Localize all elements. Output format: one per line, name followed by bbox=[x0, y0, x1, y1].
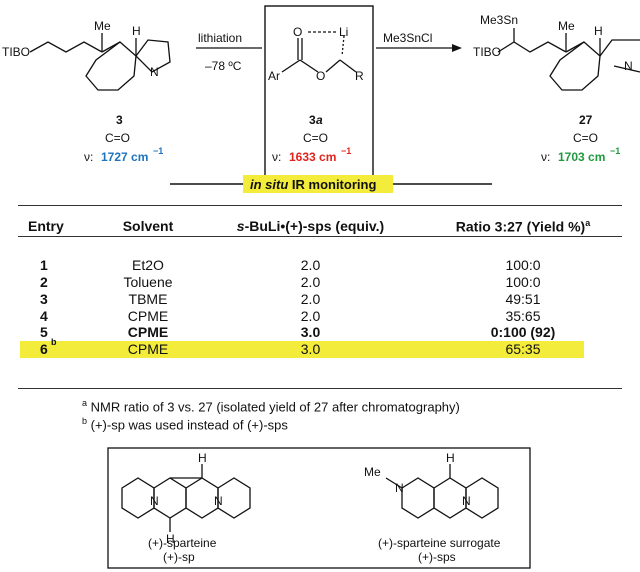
header-solvent: Solvent bbox=[122, 218, 174, 234]
table-header-row: Entry Solvent s-BuLi•(+)-sps (equiv.) Ra… bbox=[18, 218, 622, 235]
sparteine-name: (+)-sparteine bbox=[148, 536, 217, 550]
sparteine-structure bbox=[121, 464, 251, 532]
nu-label-3a: ν: bbox=[272, 150, 281, 164]
table-top-rule bbox=[18, 205, 622, 206]
cell-solvent: CPME bbox=[127, 341, 169, 357]
cell-entry-sup: b bbox=[51, 337, 57, 347]
cell-ratio: 0:100 (92) bbox=[490, 324, 556, 340]
compound-number-27: 27 bbox=[579, 113, 593, 127]
cell-entry: 1 bbox=[40, 257, 48, 273]
cell-ratio: 100:0 bbox=[505, 274, 541, 290]
surrogate-n1: N bbox=[395, 481, 404, 495]
nu-label-27: ν: bbox=[541, 150, 550, 164]
n-label-27: N bbox=[624, 59, 633, 73]
cell-entry: 5 bbox=[40, 324, 48, 340]
frequency-3: 1727 cm bbox=[101, 150, 148, 164]
cell-ratio: 35:65 bbox=[505, 308, 541, 324]
ar-label: Ar bbox=[268, 69, 280, 83]
header-entry: Entry bbox=[28, 218, 64, 234]
frequency-3-exponent: −1 bbox=[153, 146, 163, 156]
cell-equiv: 2.0 bbox=[300, 274, 321, 290]
cell-ratio: 100:0 bbox=[505, 257, 541, 273]
table-bottom-rule bbox=[18, 388, 622, 389]
cell-solvent: Toluene bbox=[123, 274, 173, 290]
me3sn-label: Me3Sn bbox=[480, 13, 518, 27]
me-label-3: Me bbox=[94, 19, 111, 33]
header-reagent: s-BuLi•(+)-sps (equiv.) bbox=[236, 218, 385, 234]
tibo-label-27: TIBO bbox=[473, 45, 501, 59]
cell-entry: 3 bbox=[40, 291, 48, 307]
entry-5-highlight bbox=[20, 341, 584, 358]
header-ratio: Ratio 3:27 (Yield %)a bbox=[455, 218, 591, 235]
compound-number-3: 3 bbox=[116, 113, 123, 127]
table-header-rule bbox=[18, 236, 622, 237]
surrogate-n2: N bbox=[462, 494, 471, 508]
sparteine-abbr: (+)-sp bbox=[163, 550, 195, 564]
cell-solvent: Et2O bbox=[132, 257, 164, 273]
n-label-3: N bbox=[150, 65, 159, 79]
arrow1-reagent: lithiation bbox=[198, 31, 242, 45]
arrow1-temperature: –78 ºC bbox=[205, 59, 242, 73]
cell-equiv: 3.0 bbox=[300, 341, 321, 357]
ir-title-highlight bbox=[243, 175, 393, 193]
cell-equiv: 3.0 bbox=[300, 324, 321, 340]
h-label-3: H bbox=[132, 24, 141, 38]
table-row: 5 CPME 3.0 0:100 (92) bbox=[18, 324, 622, 340]
o-label-carbonyl: O bbox=[293, 25, 302, 39]
compound-number-3a: 3 bbox=[309, 113, 316, 127]
cell-equiv: 2.0 bbox=[300, 291, 321, 307]
compound-number-3a-suffix: a bbox=[316, 113, 323, 127]
sparteine-h1: H bbox=[198, 451, 207, 465]
intermediate-3a-structure bbox=[281, 31, 357, 73]
arrow2-reagent: Me3SnCl bbox=[383, 31, 432, 45]
cell-ratio: 65:35 bbox=[505, 341, 541, 357]
footnote-b: b (+)-sp was used instead of (+)-sps bbox=[82, 416, 288, 433]
footnote-a: a NMR ratio of 3 vs. 27 (isolated yield … bbox=[82, 398, 460, 415]
compound-27-structure bbox=[497, 28, 640, 91]
o-label-ester: O bbox=[316, 69, 325, 83]
table-row: 1 Et2O 2.0 100:0 bbox=[18, 257, 622, 273]
tibo-label-3: TIBO bbox=[2, 45, 30, 59]
cell-entry: 6 bbox=[40, 341, 48, 357]
frequency-27: 1703 cm bbox=[558, 150, 605, 164]
sparteine-n2: N bbox=[214, 494, 223, 508]
cell-solvent: CPME bbox=[127, 324, 169, 340]
carbonyl-label-3: C=O bbox=[105, 131, 130, 145]
carbonyl-label-3a: C=O bbox=[303, 131, 328, 145]
li-label: Li bbox=[339, 25, 348, 39]
cell-equiv: 2.0 bbox=[300, 308, 321, 324]
frequency-3a: 1633 cm bbox=[289, 150, 336, 164]
cell-ratio: 49:51 bbox=[505, 291, 541, 307]
carbonyl-label-27: C=O bbox=[573, 131, 598, 145]
surrogate-structure bbox=[385, 464, 499, 519]
table-row: 2 Toluene 2.0 100:0 bbox=[18, 274, 622, 290]
ligand-box bbox=[107, 447, 531, 569]
cell-solvent: TBME bbox=[128, 291, 168, 307]
cell-solvent: CPME bbox=[127, 308, 169, 324]
cell-equiv: 2.0 bbox=[300, 257, 321, 273]
compound-3-structure bbox=[29, 33, 171, 91]
reaction-scheme: TIBO Me H N 3 C=O ν: 1727 cm −1 lithiati… bbox=[2, 5, 640, 193]
surrogate-name: (+)-sparteine surrogate bbox=[378, 536, 501, 550]
frequency-27-exponent: −1 bbox=[610, 146, 620, 156]
sparteine-h2: H bbox=[166, 532, 175, 546]
nu-label-3: ν: bbox=[84, 150, 93, 164]
sparteine-n1: N bbox=[150, 494, 159, 508]
cell-entry: 4 bbox=[40, 308, 48, 324]
surrogate-abbr: (+)-sps bbox=[418, 550, 456, 564]
table-row: 3 TBME 2.0 49:51 bbox=[18, 291, 622, 307]
ir-title: in situ IR monitoring bbox=[250, 177, 376, 192]
r-label: R bbox=[355, 69, 364, 83]
table-row: 4 CPME 2.0 35:65 bbox=[18, 308, 622, 324]
frequency-3a-exponent: −1 bbox=[341, 146, 351, 156]
me-label-27: Me bbox=[558, 19, 575, 33]
surrogate-me: Me bbox=[364, 465, 381, 479]
cell-entry: 2 bbox=[40, 274, 48, 290]
surrogate-h: H bbox=[446, 451, 455, 465]
h-label-27: H bbox=[594, 24, 603, 38]
